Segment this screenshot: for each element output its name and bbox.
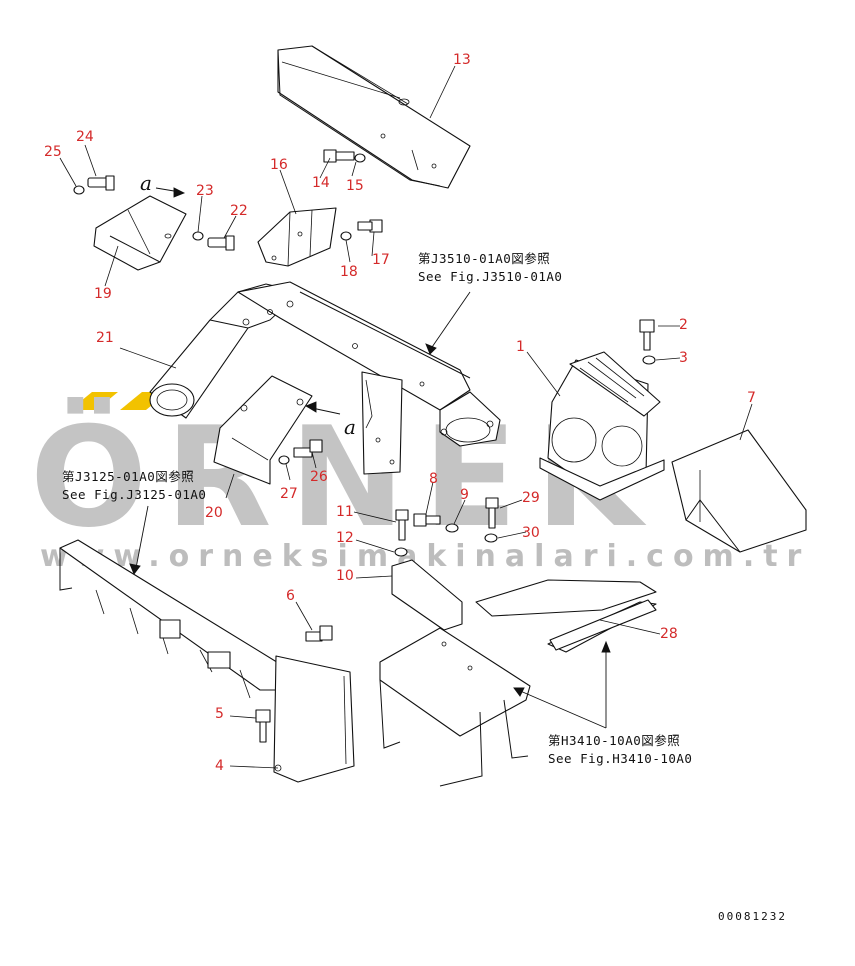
callouts: 13 24 25 23 22 16 14 15 17 18 19 21 2 3 … xyxy=(44,52,756,774)
callout-9: 9 xyxy=(460,487,469,503)
callout-30: 30 xyxy=(522,525,540,541)
callout-29: 29 xyxy=(522,490,540,506)
callout-16: 16 xyxy=(270,157,288,173)
bolt-6 xyxy=(305,625,333,642)
callout-17: 17 xyxy=(372,252,390,268)
bolt-5 xyxy=(255,709,271,743)
callout-2: 2 xyxy=(679,317,688,333)
bolt-11 xyxy=(395,509,409,541)
washer-27 xyxy=(278,455,290,465)
part-21-air-duct xyxy=(149,281,501,475)
washer-30 xyxy=(484,533,498,543)
ref-j3510-line1: 第J3510-01A0図参照 xyxy=(418,251,550,266)
bolt-22 xyxy=(207,235,235,251)
watermark-url: www.orneksimakinalari.com.tr xyxy=(40,539,810,574)
ref-j3510-line2: See Fig.J3510-01A0 xyxy=(418,269,562,284)
callout-19: 19 xyxy=(94,286,112,302)
callout-28: 28 xyxy=(660,626,678,642)
callout-7: 7 xyxy=(747,390,756,406)
washer-25 xyxy=(73,185,85,195)
bolt-14 xyxy=(323,149,355,163)
callout-4: 4 xyxy=(215,758,224,774)
part-20-clamp xyxy=(213,375,313,485)
reference-leaders xyxy=(129,187,611,729)
part-13-top-cover xyxy=(277,45,471,189)
connection-mark-a-upper: a xyxy=(140,171,152,195)
callout-24: 24 xyxy=(76,129,94,145)
callout-8: 8 xyxy=(429,471,438,487)
callout-13: 13 xyxy=(453,52,471,68)
drawing-code: 00081232 xyxy=(718,910,787,923)
callout-12: 12 xyxy=(336,530,354,546)
part-28-rail xyxy=(549,599,657,651)
callout-10: 10 xyxy=(336,568,354,584)
left-bar-assembly xyxy=(59,539,281,699)
callout-20: 20 xyxy=(205,505,223,521)
washer-18 xyxy=(340,231,352,241)
part-19-bracket xyxy=(93,195,187,271)
washer-12 xyxy=(394,547,408,557)
connection-mark-a-lower: a xyxy=(344,415,356,439)
part-4-panel xyxy=(273,655,355,783)
ref-h3410-line2: See Fig.H3410-10A0 xyxy=(548,751,692,766)
callout-1: 1 xyxy=(516,339,525,355)
part-1-filter-box xyxy=(539,351,665,501)
callout-23: 23 xyxy=(196,183,214,199)
callout-5: 5 xyxy=(215,706,224,722)
callout-21: 21 xyxy=(96,330,114,346)
ref-h3410-line1: 第H3410-10A0図参照 xyxy=(548,733,680,748)
fasteners xyxy=(73,149,656,743)
callout-25: 25 xyxy=(44,144,62,160)
ref-j3125-line2: See Fig.J3125-01A0 xyxy=(62,487,206,502)
callout-6: 6 xyxy=(286,588,295,604)
leader-lines xyxy=(59,65,753,769)
watermark: ÖRNEK www.orneksimakinalari.com.tr xyxy=(30,392,810,574)
bolt-24 xyxy=(87,175,115,191)
callout-3: 3 xyxy=(679,350,688,366)
bolt-29 xyxy=(485,497,499,529)
part-7-cover xyxy=(671,429,807,553)
part-16-bracket xyxy=(257,207,337,267)
watermark-accent-left xyxy=(70,392,118,410)
bolt-17 xyxy=(357,219,383,233)
callout-14: 14 xyxy=(312,175,330,191)
bolt-26 xyxy=(293,439,323,458)
washer-3 xyxy=(642,355,656,365)
washer-9 xyxy=(445,523,459,533)
callout-22: 22 xyxy=(230,203,248,219)
bolt-2 xyxy=(639,319,655,351)
watermark-brand: ÖRNEK xyxy=(30,397,660,558)
bolt-8 xyxy=(413,513,441,527)
ref-j3125-line1: 第J3125-01A0図参照 xyxy=(62,469,194,484)
callout-26: 26 xyxy=(310,469,328,485)
callout-18: 18 xyxy=(340,264,358,280)
part-10-plate xyxy=(391,559,463,631)
callout-15: 15 xyxy=(346,178,364,194)
callout-11: 11 xyxy=(336,504,354,520)
washer-23 xyxy=(192,231,204,241)
callout-27: 27 xyxy=(280,486,298,502)
washer-15 xyxy=(354,153,366,163)
